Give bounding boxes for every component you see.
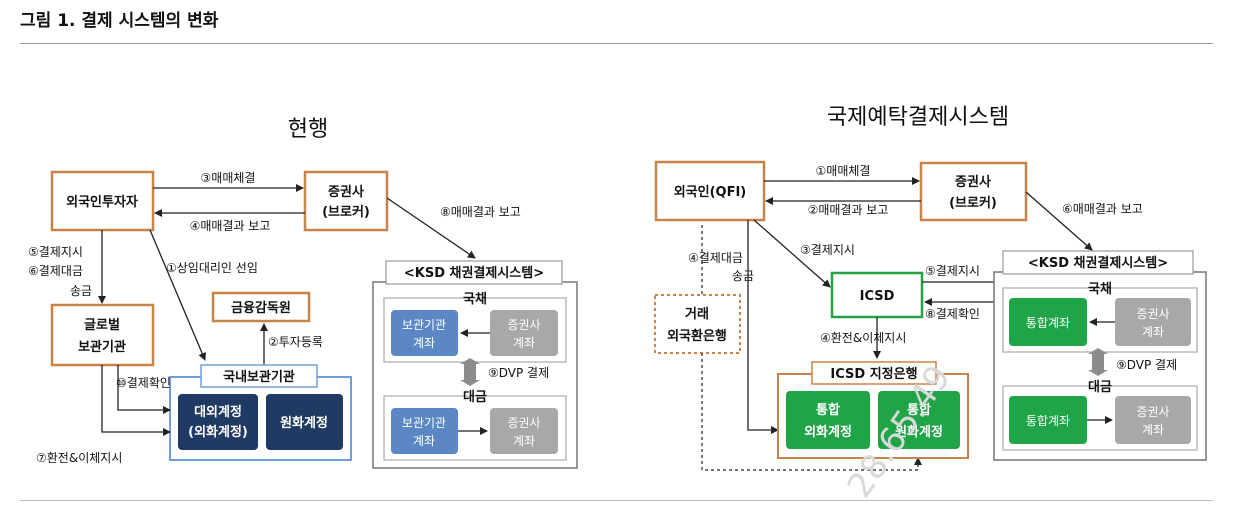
left-broker-label-2: (브로커) bbox=[322, 205, 370, 220]
left-domestic-custodian-label: 국내보관기관 bbox=[223, 369, 295, 385]
left-investor-label: 외국인투자자 bbox=[66, 194, 138, 210]
right-step5-label: ⑤결제지시 bbox=[925, 264, 980, 278]
left-step1-label: ①상임대리인 선임 bbox=[166, 261, 258, 275]
right-dvp-label: ⑨DVP 결제 bbox=[1116, 358, 1177, 372]
left-fss-box: 금융감독원 bbox=[211, 291, 311, 323]
right-icsd-bank-label: ICSD 지정은행 bbox=[830, 366, 917, 382]
right-broker-acct-2: 계좌 bbox=[1142, 325, 1164, 339]
left-fss-label: 금융감독원 bbox=[231, 300, 291, 316]
left-global-custodian-label-1: 글로벌 bbox=[84, 318, 120, 333]
right-investor-box: 외국인(QFI) bbox=[654, 160, 766, 222]
left-step3-label: ③매매체결 bbox=[201, 171, 256, 185]
right-broker-label-1: 증권사 bbox=[955, 174, 991, 190]
right-broker-acct-1: 증권사 bbox=[1136, 307, 1169, 321]
left-investor-box: 외국인투자자 bbox=[50, 170, 155, 232]
left-broker-acct2-2: 계좌 bbox=[513, 434, 535, 448]
right-ksd-system: <KSD 채권결제시스템> 국채 통합계좌 증권사 계좌 ⑨DVP 결제 대금 … bbox=[993, 250, 1207, 461]
right-broker-box: 증권사 (브로커) bbox=[919, 161, 1028, 222]
figure-title: 그림 1. 결제 시스템의 변화 bbox=[20, 11, 219, 31]
left-custodian-acct2-1: 보관기관 bbox=[402, 416, 446, 430]
left-step5-label: ⑤결제지시 bbox=[28, 245, 83, 259]
left-step6-label-2: 송금 bbox=[70, 284, 92, 298]
left-step8-label: ⑧매매결과 보고 bbox=[440, 205, 521, 219]
right-step4b-label: ④환전&이체지시 bbox=[820, 331, 906, 345]
left-custodian-acct2-2: 계좌 bbox=[413, 434, 435, 448]
right-fx-bank-box: 거래 외국환은행 bbox=[654, 294, 741, 354]
left-krw-account-label: 원화계정 bbox=[280, 415, 328, 431]
left-step2-label: ②투자등록 bbox=[268, 335, 323, 349]
right-ksd-label: <KSD 채권결제시스템> bbox=[1028, 255, 1168, 271]
right-bond-label: 국채 bbox=[1088, 282, 1112, 297]
left-fx-account-label-2: (외화계정) bbox=[188, 424, 248, 440]
right-section-title: 국제예탁결제시스템 bbox=[827, 105, 1009, 130]
left-global-custodian-label-2: 보관기관 bbox=[78, 339, 126, 355]
left-cash-label: 대금 bbox=[463, 390, 487, 405]
right-icsd-box: ICSD bbox=[830, 271, 924, 319]
right-step1-label: ①매매체결 bbox=[816, 164, 871, 178]
left-broker-label-1: 증권사 bbox=[328, 184, 364, 200]
right-broker-label-2: (브로커) bbox=[949, 196, 997, 211]
left-broker-acct2-1: 증권사 bbox=[507, 416, 540, 430]
left-custodian-acct-2: 계좌 bbox=[413, 336, 435, 350]
right-fx-bank-label-2: 외국환은행 bbox=[667, 328, 727, 344]
top-divider bbox=[20, 43, 1213, 44]
right-krw-account-label-1: 통합 bbox=[907, 402, 931, 418]
left-step4-label: ④매매결과 보고 bbox=[190, 219, 271, 233]
right-fx-account-label-2: 외화계정 bbox=[804, 424, 852, 440]
left-step7-label: ⑦환전&이체지시 bbox=[36, 451, 122, 465]
right-icsd-label: ICSD bbox=[860, 289, 895, 304]
left-custodian-acct-1: 보관기관 bbox=[402, 318, 446, 332]
left-broker-acct-1: 증권사 bbox=[507, 318, 540, 332]
left-broker-acct-2: 계좌 bbox=[513, 336, 535, 350]
left-domestic-custodian: 국내보관기관 대외계정 (외화계정) 원화계정 bbox=[169, 364, 352, 461]
right-step8-label: ⑧결제확인 bbox=[925, 307, 980, 321]
left-global-custodian-box: 글로벌 보관기관 bbox=[50, 303, 155, 367]
left-section-title: 현행 bbox=[288, 117, 328, 142]
left-fx-account-label-1: 대외계정 bbox=[194, 404, 242, 420]
right-omnibus-acct: 통합계좌 bbox=[1026, 316, 1070, 330]
left-step6-label-1: ⑥결제대금 bbox=[28, 264, 83, 278]
left-step10-label: ⑩결제확인 bbox=[116, 376, 171, 390]
right-fx-account-label-1: 통합 bbox=[816, 402, 840, 418]
right-fx-bank-label-1: 거래 bbox=[685, 307, 709, 322]
right-cash-label: 대금 bbox=[1088, 380, 1112, 395]
left-broker-box: 증권사 (브로커) bbox=[303, 170, 389, 232]
left-ksd-label: <KSD 채권결제시스템> bbox=[404, 265, 544, 281]
right-omnibus-acct2: 통합계좌 bbox=[1026, 414, 1070, 428]
right-investor-label: 외국인(QFI) bbox=[674, 184, 747, 200]
right-step3-label: ③결제지시 bbox=[800, 243, 855, 257]
bottom-divider bbox=[20, 500, 1213, 501]
right-step4-label-2: 송금 bbox=[732, 269, 754, 283]
right-step2-label: ②매매결과 보고 bbox=[808, 203, 889, 217]
right-krw-account-label-2: 원화계정 bbox=[895, 424, 943, 440]
left-ksd-system: <KSD 채권결제시스템> 국채 보관기관 계좌 증권사 계좌 ⑨DVP 결제 … bbox=[372, 260, 578, 469]
right-icsd-bank: ICSD 지정은행 통합 외화계정 통합 원화계정 bbox=[777, 361, 969, 459]
right-broker-acct2-2: 계좌 bbox=[1142, 423, 1164, 437]
right-step6-label: ⑥매매결과 보고 bbox=[1062, 202, 1143, 216]
right-step4-label-1: ④결제대금 bbox=[688, 251, 743, 265]
left-dvp-label: ⑨DVP 결제 bbox=[488, 366, 549, 380]
right-broker-acct2-1: 증권사 bbox=[1136, 405, 1169, 419]
left-bond-label: 국채 bbox=[463, 292, 487, 307]
